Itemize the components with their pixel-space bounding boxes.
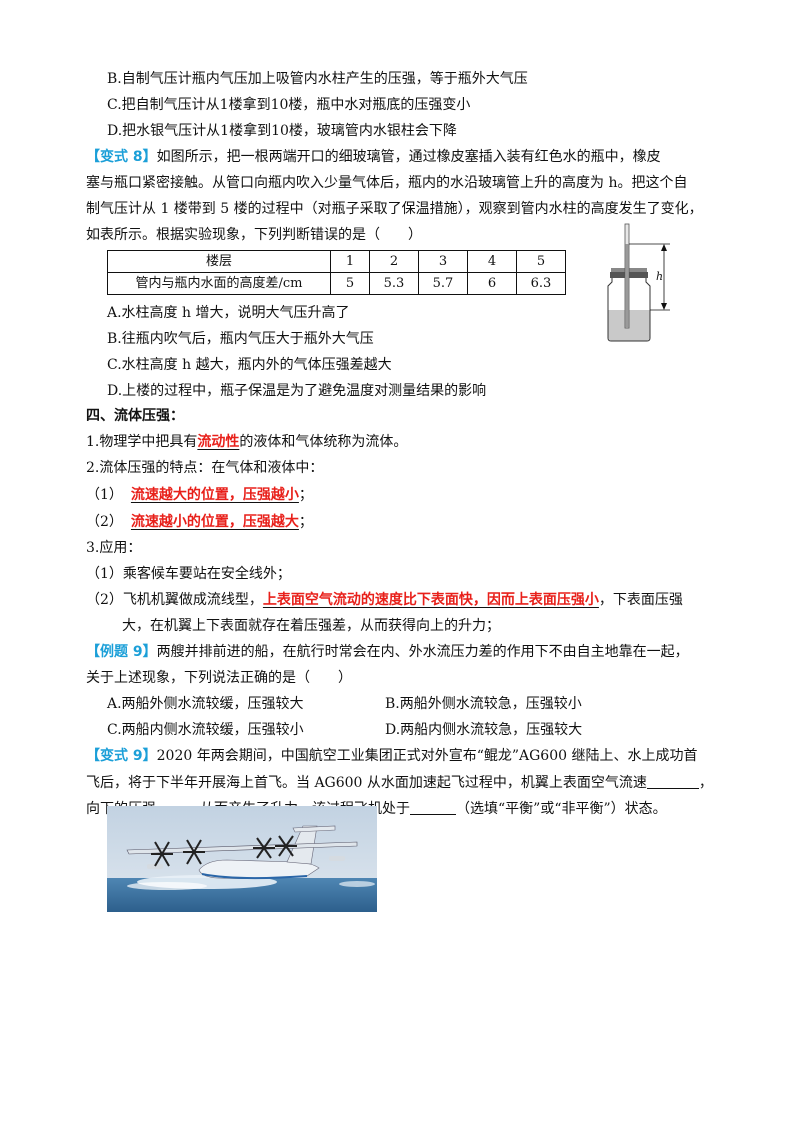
variant8-line3: 制气压计从 1 楼带到 5 楼的过程中（对瓶子采取了保温措施），观察到管内水柱的… bbox=[86, 201, 703, 217]
example9-tag: 【例题 9】 bbox=[86, 644, 157, 660]
variant9-tag: 【变式 9】 bbox=[86, 748, 157, 764]
example9-line2: 关于上述现象，下列说法正确的是（ ） bbox=[86, 670, 352, 686]
table-cell: 5 bbox=[330, 272, 370, 295]
text: （1） bbox=[86, 487, 123, 503]
answer-fill: 上表面空气流动的速度比下表面快，因而上表面压强小 bbox=[262, 592, 599, 608]
variant8-option-a: A.水柱高度 h 增大，说明大气压升高了 bbox=[107, 305, 350, 321]
variant8-option-c: C.水柱高度 h 越大，瓶内外的气体压强差越大 bbox=[107, 357, 392, 373]
text: （2） bbox=[86, 514, 123, 530]
table-cell: 5.7 bbox=[418, 272, 468, 295]
variant9-line1: 【变式 9】2020 年两会期间，中国航空工业集团正式对外宣布“鲲龙”AG600… bbox=[86, 749, 697, 763]
text: ； bbox=[298, 487, 313, 503]
section4-point3-1: （1）乘客候车要站在安全线外； bbox=[86, 566, 291, 582]
variant8-line2: 塞与瓶口紧密接触。从管口向瓶内吹入少量气体后，瓶内的水沿玻璃管上升的高度为 h。… bbox=[86, 175, 688, 191]
section4-heading: 四、流体压强： bbox=[86, 408, 184, 424]
text: 1.物理学中把具有 bbox=[86, 434, 198, 450]
section4-point3-2: （2）飞机机翼做成流线型，上表面空气流动的速度比下表面快，因而上表面压强小，下表… bbox=[86, 593, 683, 607]
text: （2）飞机机翼做成流线型， bbox=[86, 592, 263, 608]
barometer-bottle-figure: h bbox=[607, 223, 670, 342]
table-cell: 6.3 bbox=[516, 272, 566, 295]
table-row: 楼层 1 2 3 4 5 bbox=[107, 250, 566, 273]
example9-option-d: D.两船内侧水流较急，压强较大 bbox=[385, 722, 583, 738]
table-header-floor: 楼层 bbox=[107, 250, 331, 273]
answer-blank bbox=[646, 775, 699, 789]
section4-point3-2-cont: 大，在机翼上下表面就存在着压强差，从而获得向上的升力； bbox=[122, 618, 500, 634]
variant8-line1: 【变式 8】如图所示，把一根两端开口的细玻璃管，通过橡皮塞插入装有红色水的瓶中，… bbox=[86, 150, 661, 164]
text: ； bbox=[298, 514, 313, 530]
table-row: 管内与瓶内水面的高度差/cm 5 5.3 5.7 6 6.3 bbox=[107, 272, 566, 295]
table-cell: 1 bbox=[330, 250, 370, 273]
section4-point2-2: （2） 流速越小的位置，压强越大； bbox=[86, 515, 313, 529]
option-b-pressure: B.自制气压计瓶内气压加上吸管内水柱产生的压强，等于瓶外大气压 bbox=[107, 71, 528, 87]
table-cell: 4 bbox=[467, 250, 517, 273]
text: （选填“平衡”或“非平衡”）状态。 bbox=[456, 801, 667, 817]
text: 的液体和气体统称为流体。 bbox=[239, 434, 408, 450]
example9-line1: 【例题 9】两艘并排前进的船，在航行时常会在内、外水流压力差的作用下不由自主地靠… bbox=[86, 645, 689, 659]
seaplane-photo bbox=[107, 806, 377, 912]
answer-fill: 流速越小的位置，压强越大 bbox=[130, 514, 299, 530]
section4-point2: 2.流体压强的特点：在气体和液体中： bbox=[86, 460, 324, 476]
variant8-tag: 【变式 8】 bbox=[86, 149, 157, 165]
answer-fill: 流速越大的位置，压强越小 bbox=[130, 487, 299, 503]
example9-option-b: B.两船外侧水流较急，压强较小 bbox=[385, 696, 582, 712]
variant8-line4: 如表所示。根据实验现象，下列判断错误的是（ ） bbox=[86, 227, 422, 243]
variant8-text1: 如图所示，把一根两端开口的细玻璃管，通过橡皮塞插入装有红色水的瓶中，橡皮 bbox=[156, 149, 661, 165]
example9-option-a: A.两船外侧水流较缓，压强较大 bbox=[107, 696, 304, 712]
variant9-line2: 飞后，将于下半年开展海上首飞。当 AG600 从水面加速起飞过程中，机翼上表面空… bbox=[86, 775, 713, 790]
table-cell: 5 bbox=[516, 250, 566, 273]
table-cell: 6 bbox=[467, 272, 517, 295]
variant8-option-d: D.上楼的过程中，瓶子保温是为了避免温度对测量结果的影响 bbox=[107, 383, 487, 399]
table-header-height: 管内与瓶内水面的高度差/cm bbox=[107, 272, 331, 295]
section4-point2-1: （1） 流速越大的位置，压强越小； bbox=[86, 488, 313, 502]
height-h-label: h bbox=[656, 270, 663, 283]
text: 飞后，将于下半年开展海上首飞。当 AG600 从水面加速起飞过程中，机翼上表面空… bbox=[86, 775, 647, 791]
text: ，下表面压强 bbox=[598, 592, 683, 608]
option-c-pressure: C.把自制气压计从1楼拿到10楼，瓶中水对瓶底的压强变小 bbox=[107, 97, 471, 113]
table-cell: 2 bbox=[369, 250, 419, 273]
variant8-option-b: B.往瓶内吹气后，瓶内气压大于瓶外大气压 bbox=[107, 331, 374, 347]
table-cell: 5.3 bbox=[369, 272, 419, 295]
table-cell: 3 bbox=[418, 250, 468, 273]
text: ， bbox=[698, 775, 713, 791]
section4-point3: 3.应用： bbox=[86, 540, 142, 556]
answer-blank bbox=[410, 801, 456, 815]
example9-text1: 两艘并排前进的船，在航行时常会在内、外水流压力差的作用下不由自主地靠在一起， bbox=[156, 644, 689, 660]
example9-option-c: C.两船内侧水流较缓，压强较小 bbox=[107, 722, 304, 738]
section4-point1: 1.物理学中把具有流动性的液体和气体统称为流体。 bbox=[86, 435, 407, 449]
option-d-pressure: D.把水银气压计从1楼拿到10楼，玻璃管内水银柱会下降 bbox=[107, 123, 457, 139]
floor-height-table: 楼层 1 2 3 4 5 管内与瓶内水面的高度差/cm 5 5.3 5.7 6 … bbox=[107, 250, 566, 295]
answer-fill: 流动性 bbox=[197, 434, 240, 450]
variant9-text1: 2020 年两会期间，中国航空工业集团正式对外宣布“鲲龙”AG600 继陆上、水… bbox=[156, 748, 698, 764]
